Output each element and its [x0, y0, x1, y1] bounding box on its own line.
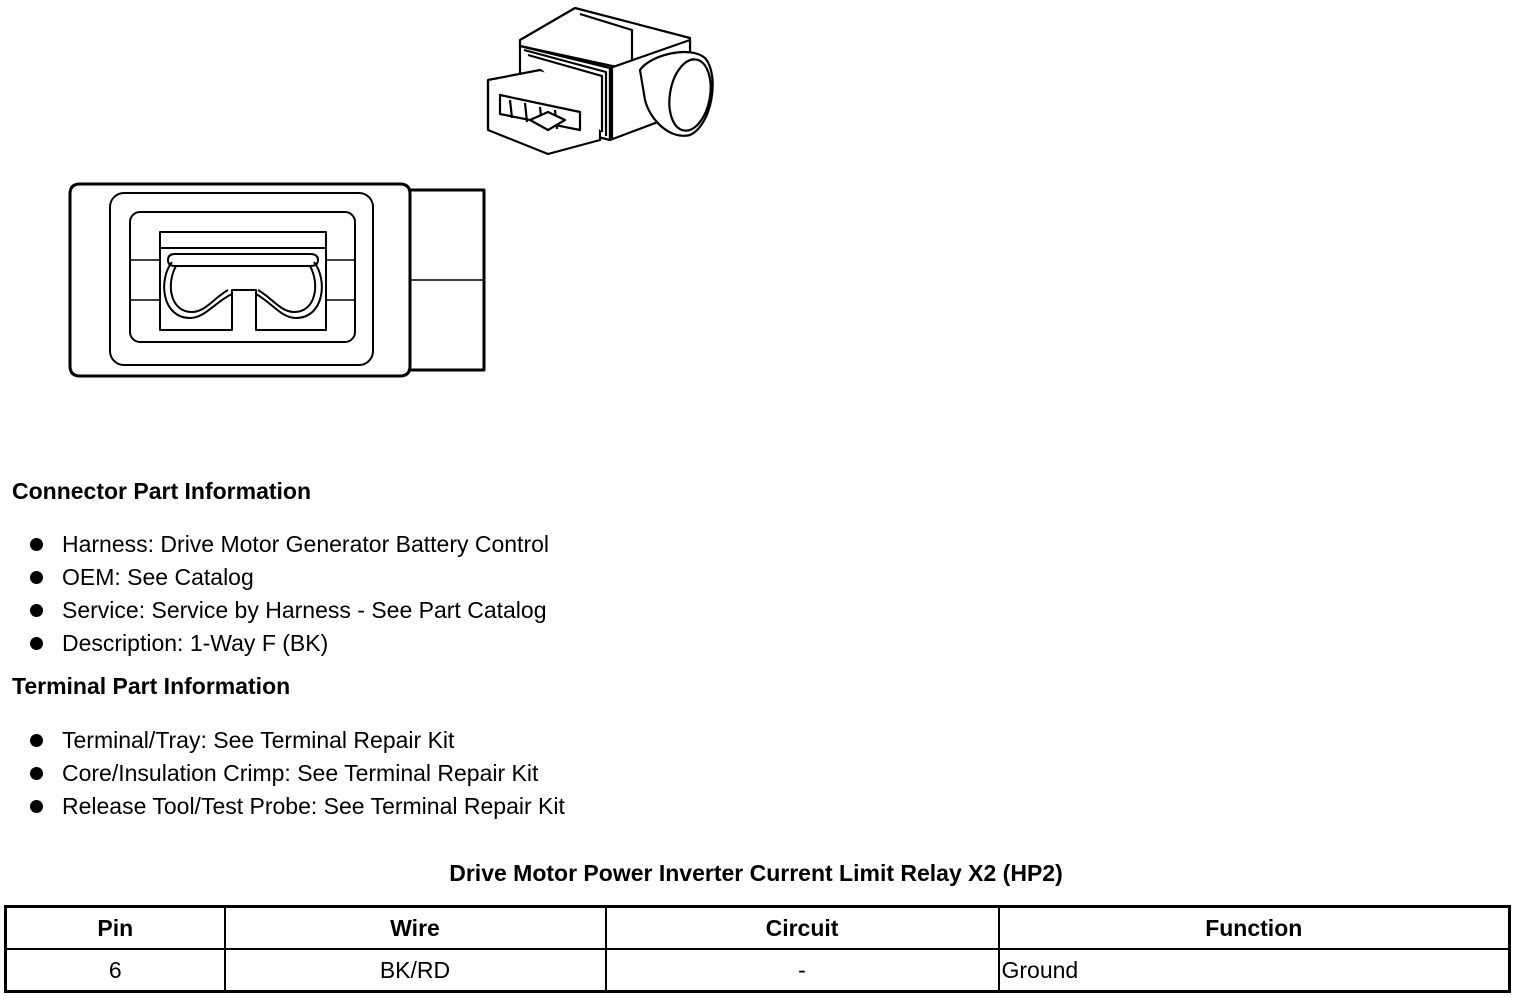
list-item: Core/Insulation Crimp: See Terminal Repa… — [30, 757, 565, 790]
connector-part-info-list: Harness: Drive Motor Generator Battery C… — [30, 528, 549, 660]
list-item: OEM: See Catalog — [30, 561, 549, 594]
terminal-part-info-list: Terminal/Tray: See Terminal Repair Kit C… — [30, 724, 565, 823]
list-item: Description: 1-Way F (BK) — [30, 627, 549, 660]
connector-part-info-heading: Connector Part Information — [12, 478, 312, 504]
pinout-table: Pin Wire Circuit Function 6 BK/RD - Grou… — [4, 905, 1511, 993]
bullet-icon — [30, 767, 43, 780]
wire-cell: BK/RD — [223, 948, 607, 993]
table-header-row: Pin Wire Circuit Function — [4, 905, 1511, 950]
function-cell: Ground — [997, 948, 1511, 993]
list-item: Release Tool/Test Probe: See Terminal Re… — [30, 790, 565, 823]
bullet-icon — [30, 800, 43, 813]
column-header-function: Function — [997, 905, 1511, 950]
column-header-pin: Pin — [4, 905, 226, 950]
connector-isometric-drawing — [486, 6, 714, 156]
table-row: 6 BK/RD - Ground — [4, 948, 1511, 993]
pin-cell: 6 — [4, 948, 226, 993]
column-header-circuit: Circuit — [604, 905, 1000, 950]
bullet-icon — [30, 734, 43, 747]
list-item: Terminal/Tray: See Terminal Repair Kit — [30, 724, 565, 757]
column-header-wire: Wire — [223, 905, 607, 950]
bullet-icon — [30, 604, 43, 617]
bullet-icon — [30, 571, 43, 584]
bullet-icon — [30, 637, 43, 650]
connector-face-view-drawing — [68, 182, 486, 378]
pinout-table-title: Drive Motor Power Inverter Current Limit… — [449, 860, 1063, 886]
terminal-part-info-heading: Terminal Part Information — [12, 673, 291, 699]
list-item: Harness: Drive Motor Generator Battery C… — [30, 528, 549, 561]
bullet-icon — [30, 538, 43, 551]
circuit-cell: - — [604, 948, 1000, 993]
list-item: Service: Service by Harness - See Part C… — [30, 594, 549, 627]
